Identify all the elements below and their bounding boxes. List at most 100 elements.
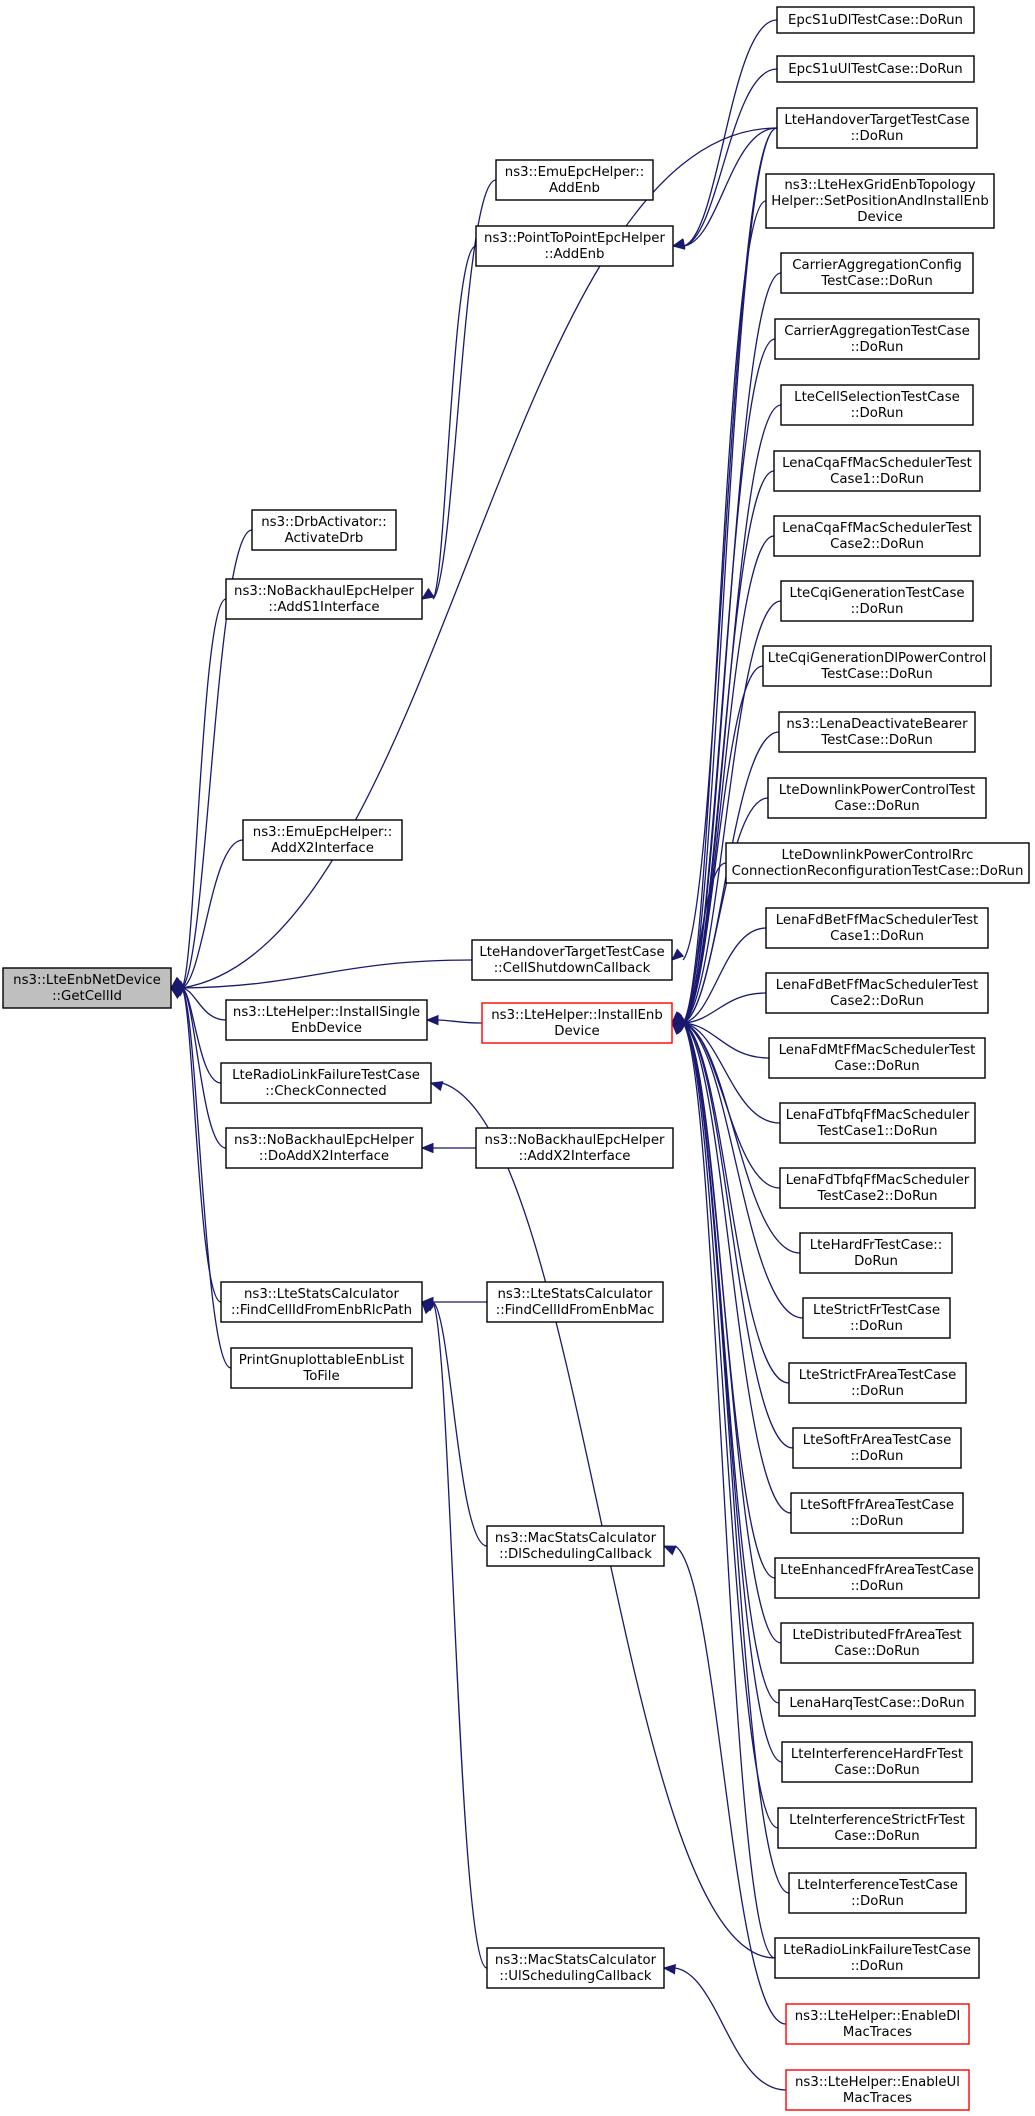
node-r_enhancedffr[interactable]: LteEnhancedFfrAreaTestCase::DoRun xyxy=(774,1557,980,1599)
node-label-handover_cellshutdown-0: LteHandoverTargetTestCase xyxy=(479,945,664,960)
edge-r_enhancedffr-to-installenb xyxy=(682,1022,776,1579)
node-label-nobackhaul_adds1-1: ::AddS1Interface xyxy=(268,600,379,615)
node-box-r_fdtbfq1 xyxy=(779,1102,976,1144)
node-label-r_enhancedffr-0: LteEnhancedFfrAreaTestCase xyxy=(780,1563,974,1578)
node-box-r_strictfrarea xyxy=(788,1362,967,1404)
node-r_dlpcrrc[interactable]: LteDownlinkPowerControlRrcConnectionReco… xyxy=(725,842,1030,884)
node-label-r_hardfr-1: DoRun xyxy=(854,1254,898,1269)
edge-nobackhaul_doaddx2-to-getcellid xyxy=(181,987,227,1149)
node-r_handovertarget[interactable]: LteHandoverTargetTestCase::DoRun xyxy=(776,107,978,149)
node-r_rlf[interactable]: LteRadioLinkFailureTestCase::DoRun xyxy=(774,1937,980,1979)
node-label-r_strictfr-1: ::DoRun xyxy=(850,1319,903,1334)
node-r_epcs1udl[interactable]: EpcS1uDlTestCase::DoRun xyxy=(776,6,975,34)
node-box-drb_activate xyxy=(251,509,397,551)
node-getcellid[interactable]: ns3::LteEnbNetDevice::GetCellId xyxy=(2,967,172,1009)
node-box-installenb xyxy=(481,1002,673,1044)
edge-r_distributedffr-to-installenb xyxy=(682,1022,782,1644)
edge-r_handovertarget-to-getcellid xyxy=(181,127,778,989)
node-handover_cellshutdown[interactable]: LteHandoverTargetTestCase::CellShutdownC… xyxy=(471,939,673,981)
node-r_epcs1uul[interactable]: EpcS1uUlTestCase::DoRun xyxy=(776,55,975,83)
edge-r_dlpc-to-installenb xyxy=(682,797,769,1024)
node-r_hardfr[interactable]: LteHardFrTestCase::DoRun xyxy=(799,1232,953,1274)
node-r_strictfr[interactable]: LteStrictFrTestCase::DoRun xyxy=(802,1297,951,1339)
node-rlf_checkconnected[interactable]: LteRadioLinkFailureTestCase::CheckConnec… xyxy=(220,1062,432,1104)
node-r_cqigendl[interactable]: LteCqiGenerationDlPowerControlTestCase::… xyxy=(762,645,992,687)
node-r_cqigen[interactable]: LteCqiGenerationTestCase::DoRun xyxy=(780,580,974,622)
edge-r_handovertarget-to-installenb xyxy=(682,127,778,1024)
node-nobackhaul_adds1[interactable]: ns3::NoBackhaulEpcHelper::AddS1Interface xyxy=(225,578,423,620)
node-label-r_cqa1-0: LenaCqaFfMacSchedulerTest xyxy=(782,456,972,471)
node-label-r_dlpc-0: LteDownlinkPowerControlTest xyxy=(779,783,975,798)
edge-r_interfstrictfr-to-installenb xyxy=(682,1022,779,1829)
node-emu_addenb[interactable]: ns3::EmuEpcHelper::AddEnb xyxy=(495,159,654,201)
node-mac_dlsched[interactable]: ns3::MacStatsCalculator::DlSchedulingCal… xyxy=(486,1525,665,1567)
node-label-r_cqigendl-0: LteCqiGenerationDlPowerControl xyxy=(768,651,987,666)
node-r_interf[interactable]: LteInterferenceTestCase::DoRun xyxy=(788,1872,967,1914)
node-label-r_hexgrid-2: Device xyxy=(857,210,902,225)
arrowhead-r_handovertarget-to-p2p_addenb xyxy=(671,239,686,250)
node-label-r_dlpcrrc-1: ConnectionReconfigurationTestCase::DoRun xyxy=(732,864,1024,879)
node-stats_enbmac[interactable]: ns3::LteStatsCalculator::FindCellIdFromE… xyxy=(486,1281,664,1323)
node-p2p_addenb[interactable]: ns3::PointToPointEpcHelper::AddEnb xyxy=(475,225,674,267)
node-drb_activate[interactable]: ns3::DrbActivator::ActivateDrb xyxy=(251,509,397,551)
node-label-r_deactivate-1: TestCase::DoRun xyxy=(820,733,933,748)
node-label-r_fdtbfq2-1: TestCase2::DoRun xyxy=(816,1189,937,1204)
node-label-r_rlf-0: LteRadioLinkFailureTestCase xyxy=(783,1943,971,1958)
node-label-r_strictfr-0: LteStrictFrTestCase xyxy=(813,1303,940,1318)
edge-r_cqa1-to-installenb xyxy=(682,470,775,1024)
node-label-r_hexgrid-1: Helper::SetPositionAndInstallEnb xyxy=(771,194,989,209)
node-stats_rlcpath[interactable]: ns3::LteStatsCalculator::FindCellIdFromE… xyxy=(220,1281,423,1323)
node-label-r_hexgrid-0: ns3::LteHexGridEnbTopology xyxy=(784,178,975,193)
node-label-mac_ulsched-0: ns3::MacStatsCalculator xyxy=(495,1953,657,1968)
nodes: ns3::LteEnbNetDevice::GetCellId ns3::EmuE… xyxy=(2,6,1030,2111)
node-label-r_strictfrarea-0: LteStrictFrAreaTestCase xyxy=(799,1368,957,1383)
node-label-mac_ulsched-1: ::UlSchedulingCallback xyxy=(499,1969,652,1984)
node-label-emu_addenb-0: ns3::EmuEpcHelper:: xyxy=(505,165,644,180)
node-nobackhaul_doaddx2[interactable]: ns3::NoBackhaulEpcHelper::DoAddX2Interfa… xyxy=(225,1127,423,1169)
node-box-r_strictfr xyxy=(802,1297,951,1339)
node-nobackhaul_addx2[interactable]: ns3::NoBackhaulEpcHelper::AddX2Interface xyxy=(475,1127,674,1169)
arrowhead-r_enabledl-to-mac_dlsched xyxy=(662,1545,677,1556)
node-mac_ulsched[interactable]: ns3::MacStatsCalculator::UlSchedulingCal… xyxy=(486,1947,665,1989)
node-r_softfrarea[interactable]: LteSoftFrAreaTestCase::DoRun xyxy=(792,1427,962,1469)
node-label-nobackhaul_addx2-1: ::AddX2Interface xyxy=(519,1149,631,1164)
node-label-r_fdbet2-0: LenaFdBetFfMacSchedulerTest xyxy=(776,978,979,993)
edge-r_fdbet2-to-installenb xyxy=(682,992,767,1024)
node-label-r_deactivate-0: ns3::LenaDeactivateBearer xyxy=(786,717,968,732)
node-r_hexgrid[interactable]: ns3::LteHexGridEnbTopologyHelper::SetPos… xyxy=(765,173,995,229)
node-r_strictfrarea[interactable]: LteStrictFrAreaTestCase::DoRun xyxy=(788,1362,967,1404)
node-box-nobackhaul_doaddx2 xyxy=(225,1127,423,1169)
edge-r_fdtbfq1-to-installenb xyxy=(682,1022,781,1124)
edge-r_softffrarea-to-installenb xyxy=(682,1022,792,1514)
node-emu_addx2[interactable]: ns3::EmuEpcHelper::AddX2Interface xyxy=(242,819,403,861)
edge-r_hexgrid-to-installenb xyxy=(682,200,767,1024)
node-label-r_enhancedffr-1: ::DoRun xyxy=(851,1579,904,1594)
node-label-stats_enbmac-1: ::FindCellIdFromEnbMac xyxy=(496,1303,655,1318)
node-label-installenb-0: ns3::LteHelper::InstallEnb xyxy=(491,1008,663,1023)
node-label-r_interf-1: ::DoRun xyxy=(851,1894,904,1909)
arrowhead-mac_ulsched-to-stats_rlcpath xyxy=(421,1301,434,1315)
node-r_catest[interactable]: CarrierAggregationTestCase::DoRun xyxy=(774,318,980,360)
node-box-r_rlf xyxy=(774,1937,980,1979)
node-r_harq[interactable]: LenaHarqTestCase::DoRun xyxy=(778,1689,976,1717)
node-r_softffrarea[interactable]: LteSoftFfrAreaTestCase::DoRun xyxy=(790,1492,964,1534)
node-r_cellselection[interactable]: LteCellSelectionTestCase::DoRun xyxy=(780,384,974,426)
